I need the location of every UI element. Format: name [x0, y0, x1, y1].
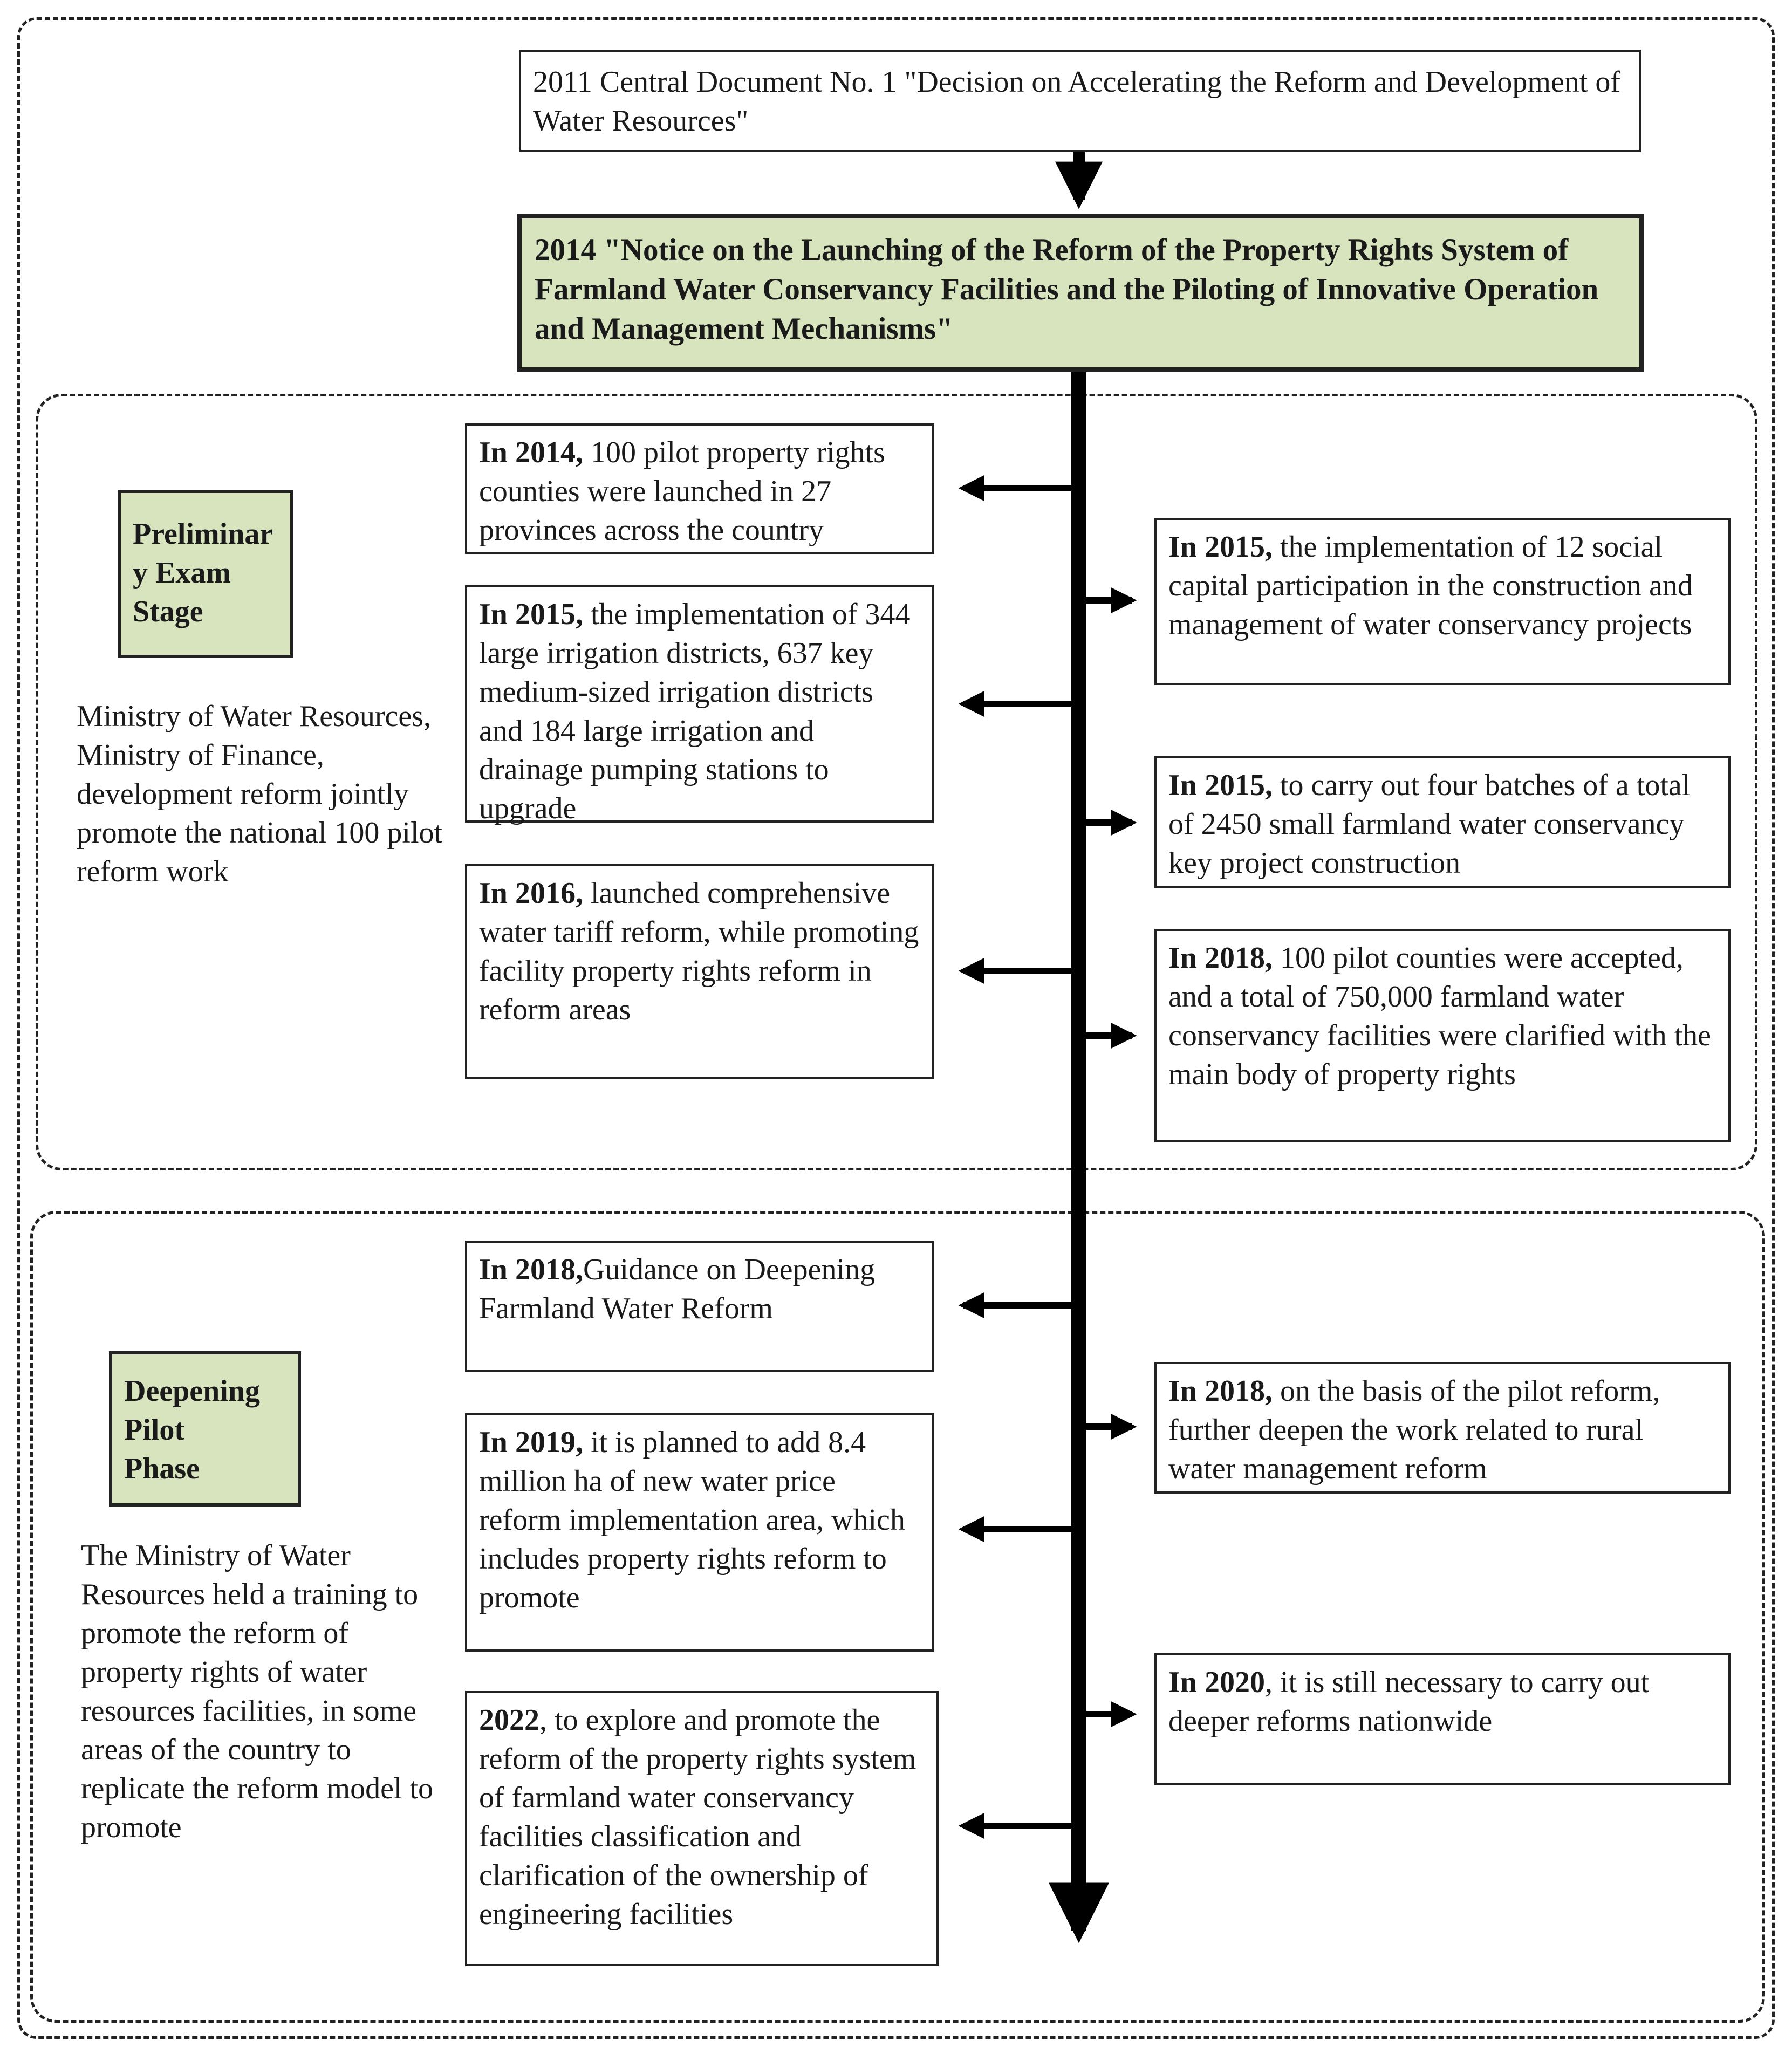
- main-notice-box: 2014 "Notice on the Launching of the Ref…: [517, 214, 1644, 372]
- stage1-label-line: Preliminar: [133, 517, 273, 551]
- event-text: , to explore and promote the reform of t…: [479, 1703, 916, 1931]
- stage2-label-line: Deepening: [124, 1374, 260, 1408]
- stage2-frame: [30, 1211, 1765, 2023]
- outer-frame: [17, 17, 1775, 2039]
- event-box-2022: 2022, to explore and promote the reform …: [465, 1691, 939, 1966]
- top-document-text: 2011 Central Document No. 1 "Decision on…: [533, 65, 1620, 138]
- stage2-label-box: Deepening Pilot Phase: [109, 1351, 301, 1507]
- event-text: , it is still necessary to carry out dee…: [1168, 1666, 1650, 1738]
- event-text: Guidance on Deepening Farmland Water Ref…: [479, 1253, 876, 1325]
- stage2-label-line: Phase: [124, 1452, 200, 1485]
- event-year: In 2020: [1168, 1666, 1265, 1699]
- event-box-2015-social-capital: In 2015, the implementation of 12 social…: [1154, 518, 1731, 685]
- event-box-2018-deepen: In 2018, on the basis of the pilot refor…: [1154, 1362, 1731, 1494]
- event-year: In 2018,: [1168, 1374, 1273, 1408]
- event-year: 2022: [479, 1703, 539, 1737]
- event-year: In 2015,: [1168, 769, 1273, 802]
- event-text: it is planned to add 8.4 million ha of n…: [479, 1426, 905, 1614]
- event-year: In 2018,: [1168, 941, 1273, 975]
- event-box-2020: In 2020, it is still necessary to carry …: [1154, 1653, 1731, 1785]
- event-box-2016: In 2016, launched comprehensive water ta…: [465, 864, 934, 1079]
- main-notice-text: 2014 "Notice on the Launching of the Ref…: [535, 233, 1599, 346]
- event-text: the implementation of 344 large irrigati…: [479, 598, 911, 825]
- event-text: launched comprehensive water tariff refo…: [479, 877, 919, 1026]
- event-box-2019: In 2019, it is planned to add 8.4 millio…: [465, 1413, 934, 1652]
- event-year: In 2015,: [479, 598, 583, 631]
- stage1-description: Ministry of Water Resources, Ministry of…: [77, 700, 443, 888]
- event-box-2015-irrigation: In 2015, the implementation of 344 large…: [465, 585, 934, 825]
- stage1-label-line: Stage: [133, 595, 203, 628]
- stage1-frame: [36, 394, 1757, 1170]
- event-text: 100 pilot counties were accepted, and a …: [1168, 941, 1711, 1091]
- event-text: on the basis of the pilot reform, furthe…: [1168, 1374, 1660, 1485]
- event-year: In 2014,: [479, 436, 583, 469]
- event-box-2014: In 2014, 100 pilot property rights count…: [465, 423, 934, 554]
- stage2-description: The Ministry of Water Resources held a t…: [81, 1539, 434, 1844]
- stage2-label-line: Pilot: [124, 1413, 184, 1447]
- event-year: In 2016,: [479, 877, 583, 910]
- stage1-label-box: Preliminar y Exam Stage: [118, 490, 293, 658]
- event-text: the implementation of 12 social capital …: [1168, 530, 1693, 641]
- event-year: In 2018,: [479, 1253, 583, 1286]
- event-text: to carry out four batches of a total of …: [1168, 769, 1691, 880]
- event-box-2018-guidance: In 2018,Guidance on Deepening Farmland W…: [465, 1241, 934, 1372]
- event-box-2015-projects: In 2015, to carry out four batches of a …: [1154, 756, 1731, 888]
- event-box-2018-accepted: In 2018, 100 pilot counties were accepte…: [1154, 929, 1731, 1142]
- top-document-box: 2011 Central Document No. 1 "Decision on…: [519, 50, 1641, 152]
- event-text: 100 pilot property rights counties were …: [479, 436, 885, 547]
- stage1-label-line: y Exam: [133, 556, 231, 590]
- event-year: In 2015,: [1168, 530, 1273, 564]
- event-year: In 2019,: [479, 1426, 583, 1459]
